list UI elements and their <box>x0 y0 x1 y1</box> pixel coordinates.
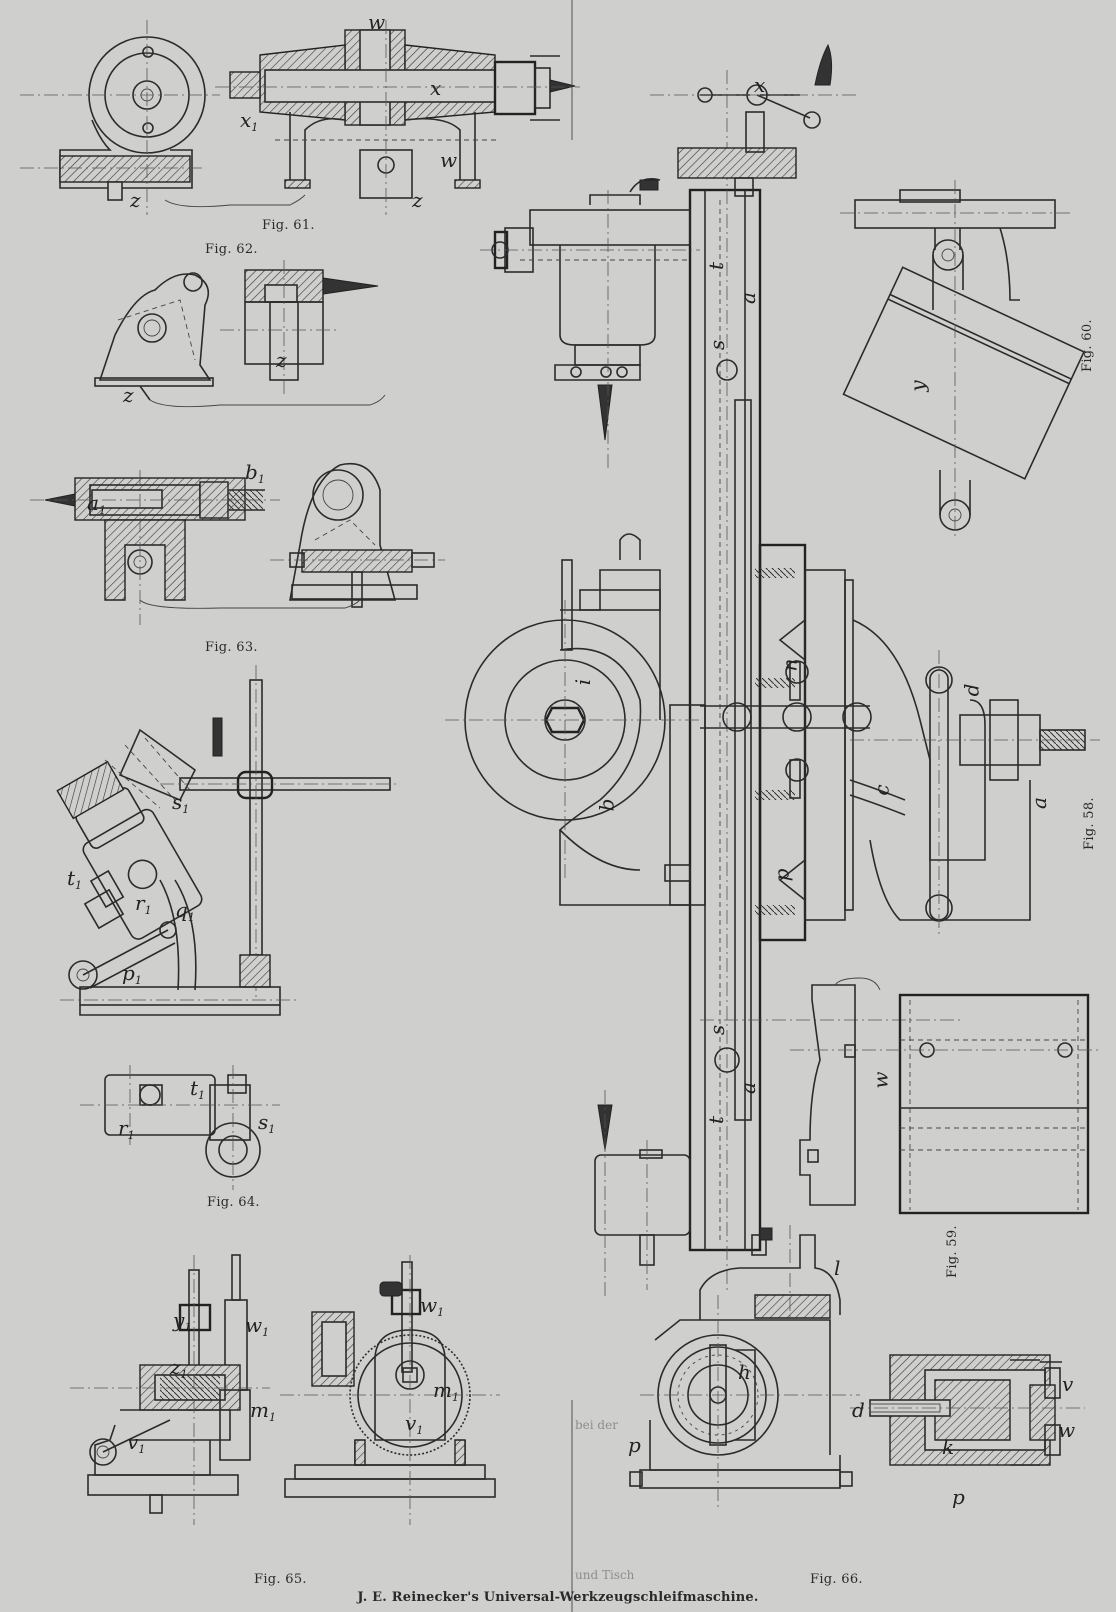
fig-66-label: Fig. 66. <box>810 1572 863 1587</box>
part-label-l: l <box>834 1256 841 1280</box>
fig-66-drawing <box>629 1225 1085 1510</box>
part-label-b1: b1 <box>245 460 265 486</box>
fig-65-drawing <box>70 1254 500 1525</box>
part-label-x: x <box>430 76 442 100</box>
page-caption: J. E. Reinecker's Universal-Werkzeugschl… <box>357 1590 759 1605</box>
fig-64-drawing <box>56 665 400 1190</box>
part-label-a-lower: a <box>735 1082 760 1094</box>
part-label-t1: t1 <box>67 866 83 892</box>
part-label-p-fig66-right: p <box>952 1485 965 1509</box>
part-label-c: c <box>869 784 894 796</box>
body-text-fragment-left <box>8 1398 28 1399</box>
part-label-v1-right: v1 <box>405 1411 424 1437</box>
part-label-w1-left: w1 <box>245 1313 270 1339</box>
fig-61-62-drawing <box>20 20 580 215</box>
part-label-v-fig66: v <box>1062 1372 1074 1396</box>
part-label-m1-right: m1 <box>433 1378 459 1404</box>
fig-62-drawing <box>94 260 386 408</box>
part-label-t-upper: t <box>704 261 729 271</box>
fig-62-label: Fig. 62. <box>205 242 258 257</box>
part-label-z-fig62-left: z <box>123 383 134 407</box>
part-label-z1: z1 <box>170 1355 188 1381</box>
part-label-w-fig66: w <box>1058 1418 1076 1442</box>
part-label-a1: a1 <box>87 491 106 517</box>
part-label-k: k <box>942 1435 955 1459</box>
fig-65-label: Fig. 65. <box>254 1572 307 1587</box>
fig-59-drawing <box>790 977 1100 1215</box>
body-text-fragment-1: bei der <box>575 1418 618 1432</box>
fig-63-label: Fig. 63. <box>205 640 258 655</box>
body-text-fragment-2: und Tisch <box>575 1568 635 1582</box>
part-label-s1-lower: s1 <box>258 1110 276 1136</box>
part-label-x-top: x <box>754 73 766 97</box>
part-label-d-fig66: d <box>852 1398 865 1422</box>
part-label-v1-left: v1 <box>127 1430 146 1456</box>
part-label-b: b <box>594 798 619 812</box>
part-label-a-right: a <box>1026 797 1051 809</box>
fig-61-label: Fig. 61. <box>262 218 315 233</box>
part-label-z-fig62-right: z <box>276 348 287 372</box>
fig-58-label: Fig. 58. <box>1082 797 1097 850</box>
part-label-a-upper: a <box>735 292 760 304</box>
part-label-s-lower: s <box>705 1024 730 1036</box>
fig-59-label: Fig. 59. <box>945 1225 960 1278</box>
part-label-i: i <box>571 678 596 686</box>
part-label-t-lower: t <box>704 1115 729 1125</box>
part-label-x1: x1 <box>240 108 259 134</box>
part-label-w1-right: w1 <box>420 1293 445 1319</box>
part-label-p-fig66-left: p <box>628 1433 641 1457</box>
part-label-w-mid: w <box>440 148 458 172</box>
part-label-m1-left: m1 <box>250 1398 276 1424</box>
part-label-p-main: p <box>769 868 794 882</box>
part-label-w-fig59: w <box>868 1071 893 1089</box>
fig-60-drawing <box>840 180 1086 540</box>
fig-64-label: Fig. 64. <box>207 1195 260 1210</box>
fig-60-label: Fig. 60. <box>1080 319 1095 372</box>
part-label-d-main: d <box>959 683 984 697</box>
part-label-r1-lower: r1 <box>118 1116 135 1142</box>
part-label-r1: r1 <box>135 891 152 917</box>
part-label-y1: y1 <box>173 1308 192 1334</box>
part-label-s-upper: s <box>705 339 730 351</box>
part-label-p1: p1 <box>122 961 142 987</box>
part-label-q1: q1 <box>175 898 195 924</box>
part-label-s1-top: s1 <box>172 790 190 816</box>
part-label-w-top: w <box>368 10 386 34</box>
part-label-n: n <box>777 658 802 672</box>
part-label-t1-lower: t1 <box>190 1076 206 1102</box>
fig-63-drawing <box>30 463 445 625</box>
part-label-z-left: z <box>130 188 141 212</box>
part-label-h: h <box>738 1360 751 1384</box>
fig-58-machine-drawing <box>445 43 1100 1300</box>
part-label-z-right: z <box>412 188 423 212</box>
part-label-y: y <box>905 380 930 392</box>
